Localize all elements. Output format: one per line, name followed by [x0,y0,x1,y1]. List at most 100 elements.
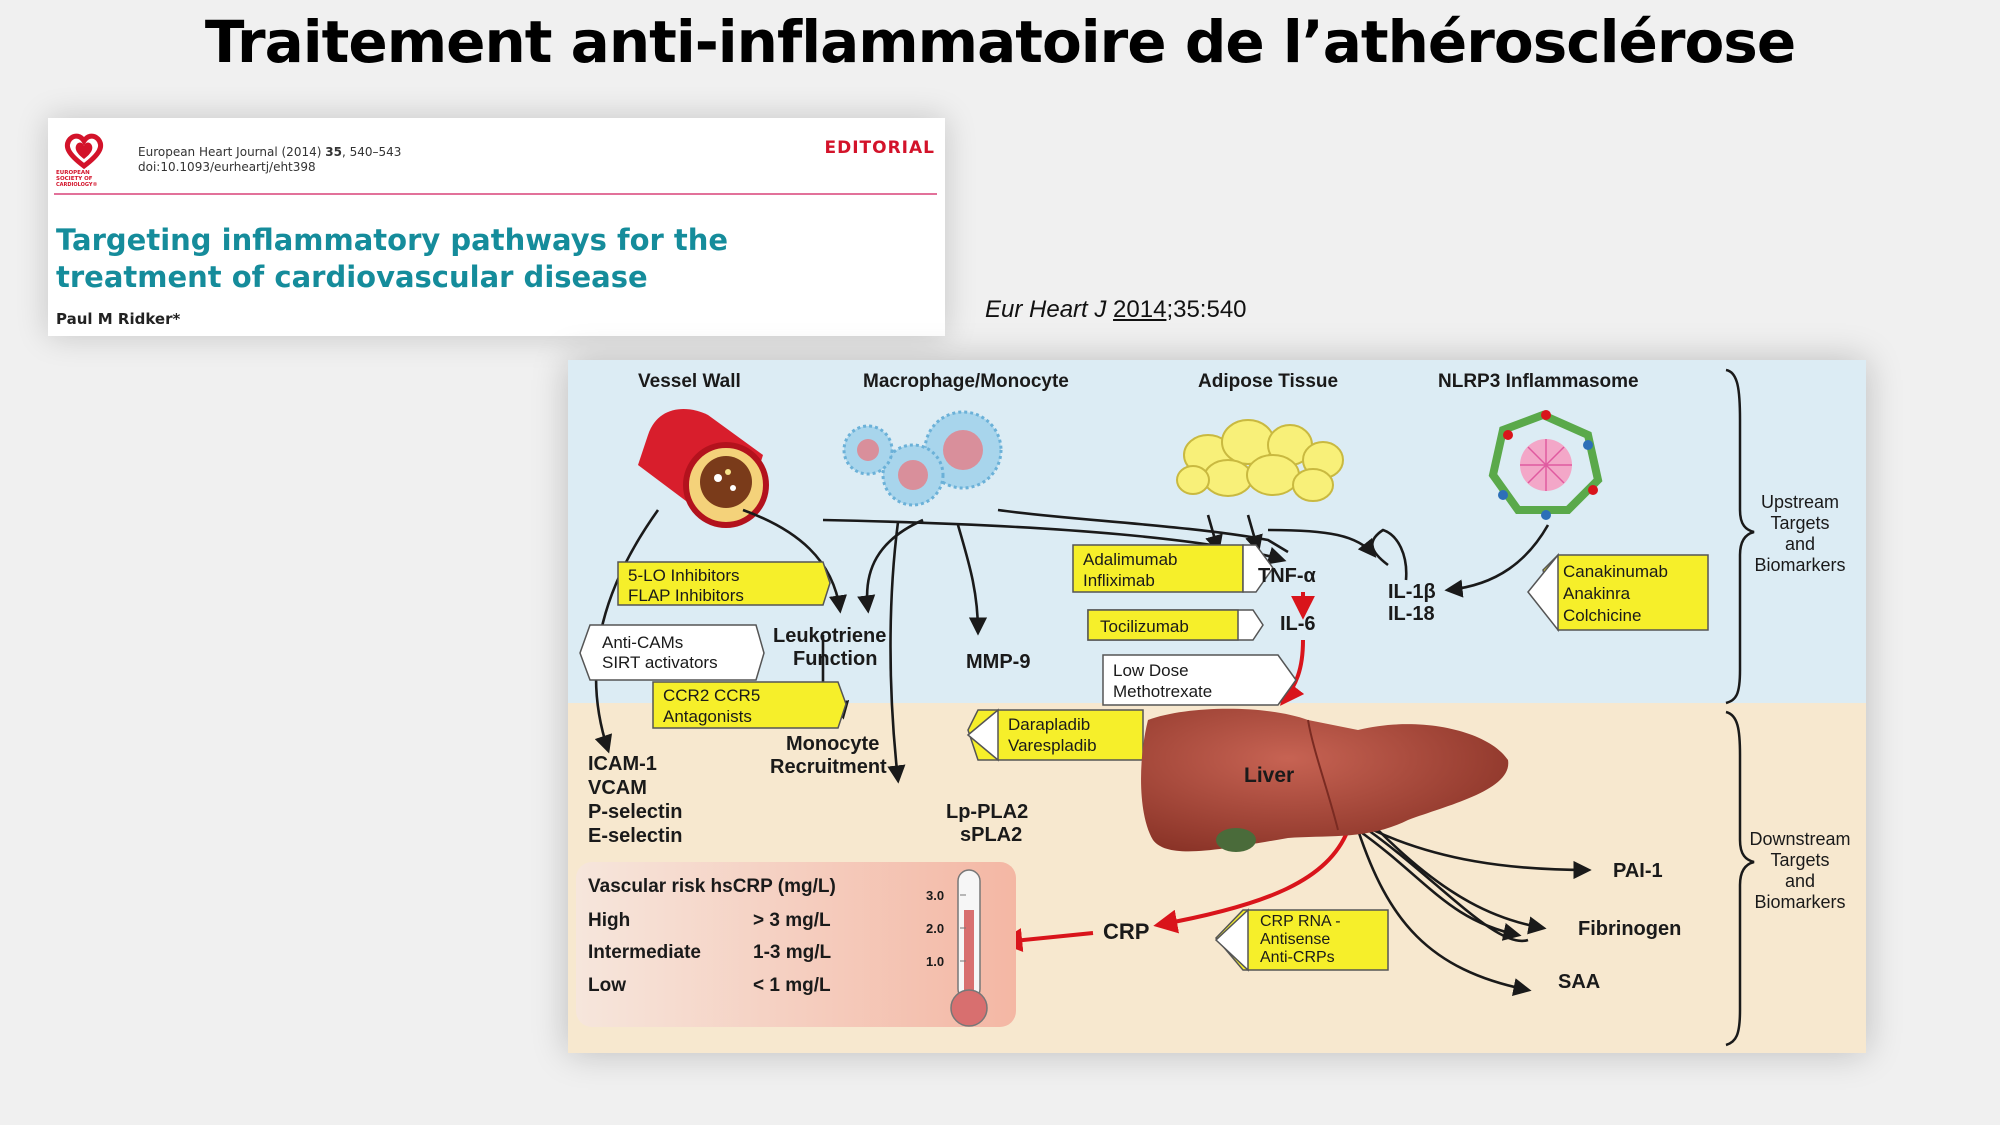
node-spla2: sPLA2 [960,824,1022,846]
journal-reference: European Heart Journal (2014) 35, 540–54… [138,145,401,175]
drug-crprna-line-3: Anti-CRPs [1260,949,1335,966]
drug-5lo-line-1: 5-LO Inhibitors [628,566,740,585]
paper-header-card: EUROPEAN SOCIETY OF CARDIOLOGY® European… [48,118,945,336]
svg-text:CARDIOLOGY®: CARDIOLOGY® [56,182,98,188]
thermo-tick-3: 3.0 [926,888,944,903]
drug-ada-line-1: Adalimumab [1083,550,1178,569]
source-macrophage: Macrophage/Monocyte [863,371,1069,392]
drug-cams-line-2: SIRT activators [602,653,718,672]
risk-high-label: High [588,910,630,931]
node-crp: CRP [1103,919,1149,944]
paper-title-line-1: Targeting inflammatory pathways for the [56,223,729,257]
drug-box-adalimumab: Adalimumab Infliximab [1072,544,1274,593]
node-lppla2: Lp-PLA2 [946,801,1028,823]
paper-author: Paul M Ridker* [56,310,181,328]
editorial-tag: EDITORIAL [824,138,935,158]
drug-box-canakinumab: Canakinumab Anakinra Colchicine [1527,552,1709,633]
drug-crprna-line-1: CRP RNA - [1260,913,1341,930]
drug-box-methotrexate: Low Dose Methotrexate [1102,654,1297,706]
node-pai1: PAI-1 [1613,860,1663,882]
citation-rest: ;35:540 [1166,296,1247,323]
node-tnf-alpha: TNF-α [1258,565,1317,587]
risk-low-value: < 1 mg/L [753,975,831,996]
citation-year[interactable]: 2014 [1113,296,1167,323]
journal-name: European Heart Journal (2014) [138,145,322,159]
drug-box-darapladib: Darapladib Varespladib [966,708,1144,762]
journal-doi: doi:10.1093/eurheartj/eht398 [138,160,316,174]
header-rule [54,193,937,195]
thermometer-icon [950,869,988,1027]
node-il1b: IL-1β [1388,581,1436,603]
drug-box-anti-cams: Anti-CAMs SIRT activators [579,624,765,681]
upstream-label-2: Targets [1770,513,1829,533]
liver-icon [1141,708,1509,852]
node-p-selectin: P-selectin [588,801,682,823]
drug-ada-line-2: Infliximab [1083,571,1155,590]
vessel-wall-icon [638,409,769,528]
drug-ccr-line-2: Antagonists [663,707,752,726]
upstream-label-4: Biomarkers [1754,555,1845,575]
upstream-label-3: and [1785,534,1815,554]
node-monocyte-line-1: Monocyte [786,733,879,755]
drug-box-ccr: CCR2 CCR5 Antagonists [652,681,847,729]
macrophage-icon [842,410,1003,507]
inflammasome-icon [1488,410,1603,520]
journal-volume: 35 [325,145,342,159]
risk-low-label: Low [588,975,626,996]
node-mmp9: MMP-9 [966,651,1030,673]
upstream-label-1: Upstream [1761,492,1839,512]
node-saa: SAA [1558,971,1600,993]
risk-intermediate-value: 1-3 mg/L [753,942,832,963]
risk-table-header: Vascular risk hsCRP (mg/L) [588,876,836,897]
node-leukotriene-line-1: Leukotriene [773,625,886,647]
upstream-bracket [1725,368,1755,705]
drug-5lo-line-2: FLAP Inhibitors [628,586,744,605]
journal-pages: , 540–543 [341,145,402,159]
drug-cana-line-2: Anakinra [1563,584,1631,603]
svg-text:SOCIETY OF: SOCIETY OF [56,176,93,182]
downstream-label-4: Biomarkers [1754,892,1845,912]
drug-cana-line-1: Canakinumab [1563,562,1668,581]
pathway-diagram: Vessel Wall Macrophage/Monocyte Adipose … [568,360,1866,1053]
drug-crprna-line-2: Antisense [1260,931,1330,948]
node-monocyte-line-2: Recruitment [770,756,887,778]
citation-journal: Eur Heart J [985,296,1107,323]
drug-cams-line-1: Anti-CAMs [602,633,683,652]
paper-title: Targeting inflammatory pathways for the … [56,222,728,296]
risk-intermediate-label: Intermediate [588,942,701,963]
drug-box-tocilizumab: Tocilizumab [1087,609,1264,641]
paper-title-line-2: treatment of cardiovascular disease [56,260,648,294]
downstream-label-3: and [1785,871,1815,891]
svg-text:EUROPEAN: EUROPEAN [56,170,90,176]
drug-toci: Tocilizumab [1100,617,1189,636]
drug-box-crp-rna: CRP RNA - Antisense Anti-CRPs [1214,908,1389,972]
drug-dara-line-2: Varespladib [1008,736,1097,755]
drug-dara-line-1: Darapladib [1008,715,1090,734]
thermo-tick-2: 2.0 [926,921,944,936]
thermo-tick-1: 1.0 [926,954,944,969]
esc-heart-logo-icon: EUROPEAN SOCIETY OF CARDIOLOGY® [56,133,104,188]
drug-mtx-line-1: Low Dose [1113,661,1189,680]
node-icam1: ICAM-1 [588,753,657,775]
downstream-bracket [1725,710,1755,1047]
node-il18: IL-18 [1388,603,1435,625]
risk-table: Vascular risk hsCRP (mg/L) High > 3 mg/L… [576,862,1016,1027]
downstream-label-1: Downstream [1749,829,1850,849]
node-fibrinogen: Fibrinogen [1578,918,1681,940]
node-vcam: VCAM [588,777,647,799]
risk-high-value: > 3 mg/L [753,910,831,931]
node-e-selectin: E-selectin [588,825,682,847]
drug-ccr-line-1: CCR2 CCR5 [663,686,760,705]
inflammation-pathway-figure: Vessel Wall Macrophage/Monocyte Adipose … [568,360,1866,1053]
source-vessel-wall: Vessel Wall [638,371,741,392]
citation: Eur Heart J 2014;35:540 [985,296,1247,324]
adipose-icon [1176,419,1344,502]
source-nlrp3: NLRP3 Inflammasome [1438,371,1639,392]
slide-title: Traitement anti-inflammatoire de l’athér… [204,8,1796,76]
drug-cana-line-3: Colchicine [1563,606,1641,625]
node-il6: IL-6 [1280,613,1316,635]
drug-mtx-line-2: Methotrexate [1113,682,1212,701]
node-liver: Liver [1244,764,1294,787]
source-adipose: Adipose Tissue [1198,371,1338,392]
node-leukotriene-line-2: Function [793,648,877,670]
